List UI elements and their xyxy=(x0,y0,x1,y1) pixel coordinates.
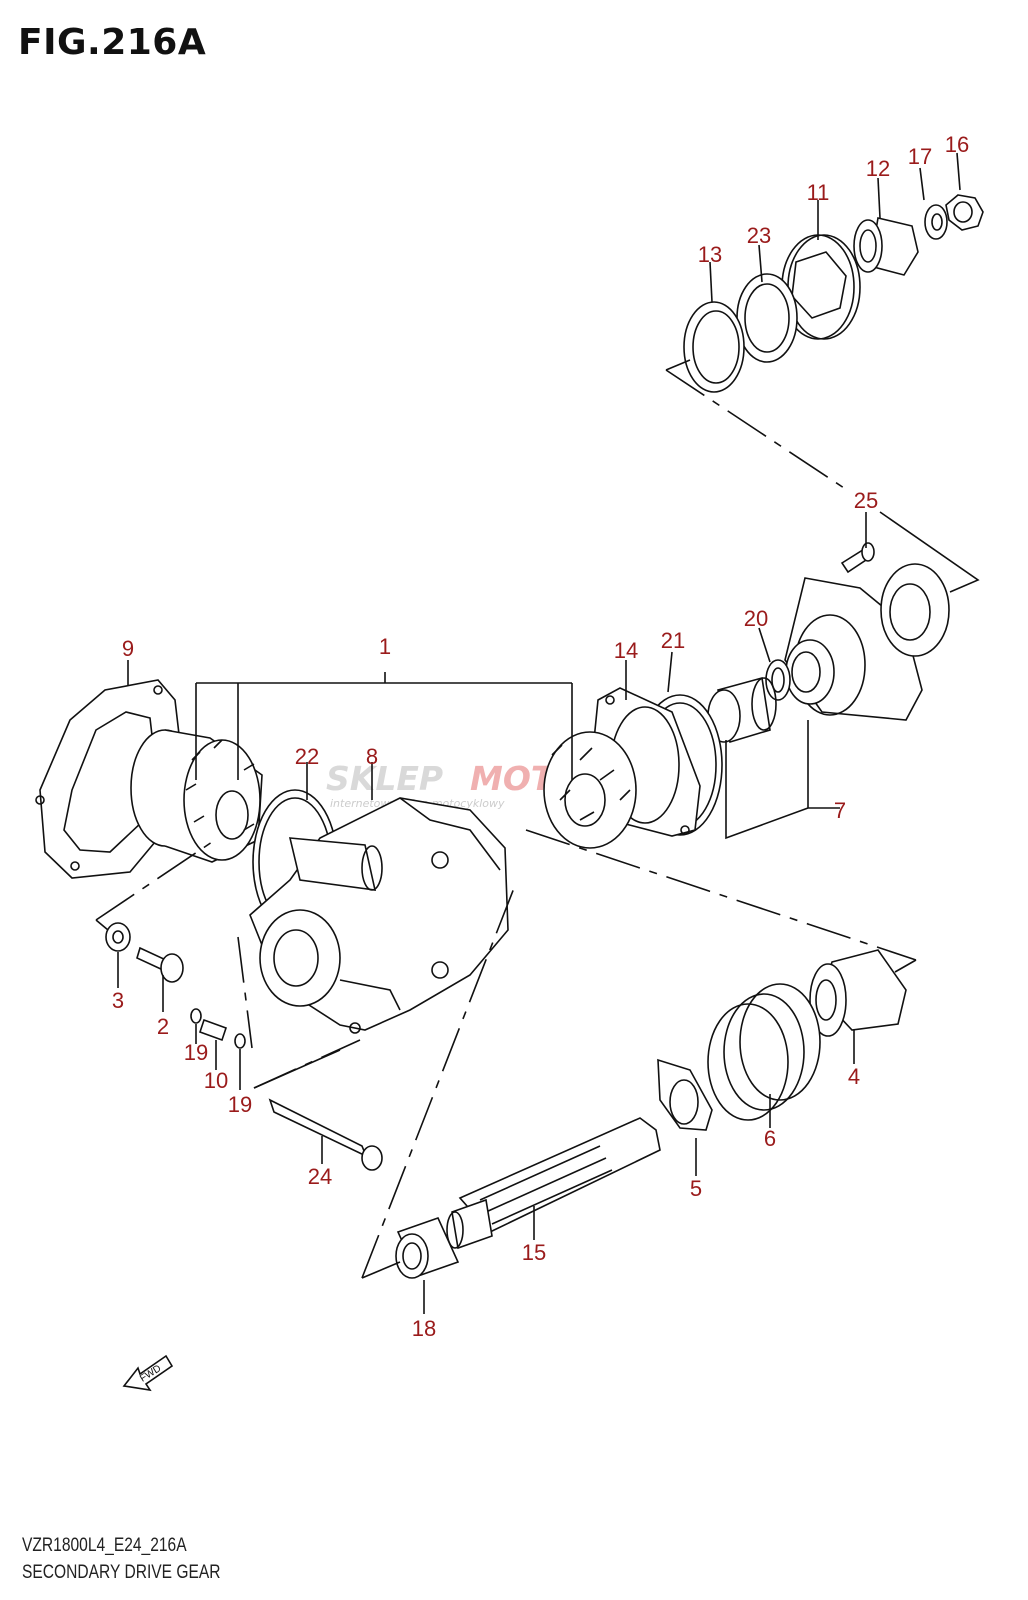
spacer xyxy=(707,676,777,744)
bolt-24 xyxy=(268,1098,383,1171)
footer: VZR1800L4_E24_216A SECONDARY DRIVE GEAR xyxy=(22,1532,264,1586)
callout-8: 8 xyxy=(366,744,378,769)
nut-16 xyxy=(945,194,984,231)
callout-4: 4 xyxy=(848,1064,860,1089)
callout-23: 23 xyxy=(747,223,771,248)
washer-3 xyxy=(105,922,131,952)
bolt-25 xyxy=(840,542,875,574)
watermark-brand-left: SKLEP xyxy=(326,759,443,798)
callout-2: 2 xyxy=(157,1014,169,1039)
spring-6 xyxy=(707,983,821,1121)
diagram-caption: SECONDARY DRIVE GEAR xyxy=(22,1562,221,1583)
callout-12: 12 xyxy=(866,156,890,181)
callout-16: 16 xyxy=(945,132,969,157)
callout-18: 18 xyxy=(412,1316,436,1341)
callout-9: 9 xyxy=(122,636,134,661)
damper-cam-5 xyxy=(657,1058,713,1131)
callout-11: 11 xyxy=(807,180,830,205)
callout-20: 20 xyxy=(744,606,768,631)
callout-7: 7 xyxy=(834,798,846,823)
housing-nut-11 xyxy=(781,234,861,340)
callout-10: 10 xyxy=(204,1068,228,1093)
collar-12 xyxy=(853,217,919,276)
callout-labels: 1 2 3 4 5 6 7 8 9 10 11 12 13 14 15 16 1… xyxy=(112,132,969,1341)
gear-case-8 xyxy=(249,797,509,1034)
callout-15: 15 xyxy=(522,1240,546,1265)
callout-13: 13 xyxy=(698,242,722,267)
leader-lines xyxy=(95,152,980,1314)
oil-seal-13 xyxy=(683,301,745,393)
callout-14: 14 xyxy=(614,638,638,663)
shaft-15 xyxy=(446,1117,661,1250)
callout-25: 25 xyxy=(854,488,878,513)
callout-22: 22 xyxy=(295,744,319,769)
callout-5: 5 xyxy=(690,1176,702,1201)
callout-19-lower: 19 xyxy=(228,1092,252,1117)
fwd-arrow-icon: FWD xyxy=(122,1354,174,1392)
cam-dog-4 xyxy=(809,949,907,1037)
bearing xyxy=(880,563,950,657)
bearing-18 xyxy=(395,1217,460,1279)
ring-23 xyxy=(736,273,798,363)
callout-1: 1 xyxy=(379,634,391,659)
diagram-code: VZR1800L4_E24_216A xyxy=(22,1535,187,1556)
bolt-2 xyxy=(136,946,184,983)
callout-6: 6 xyxy=(764,1126,776,1151)
callout-19-upper: 19 xyxy=(184,1040,208,1065)
shim-20 xyxy=(765,659,791,701)
callout-3: 3 xyxy=(112,988,124,1013)
washer-17 xyxy=(924,204,948,240)
callout-24: 24 xyxy=(308,1164,332,1189)
callout-17: 17 xyxy=(908,144,932,169)
bevel-gear-right xyxy=(543,731,637,849)
callout-21: 21 xyxy=(661,628,685,653)
figure-title: FIG.216A xyxy=(18,22,207,63)
dowel-10 xyxy=(190,1008,246,1049)
